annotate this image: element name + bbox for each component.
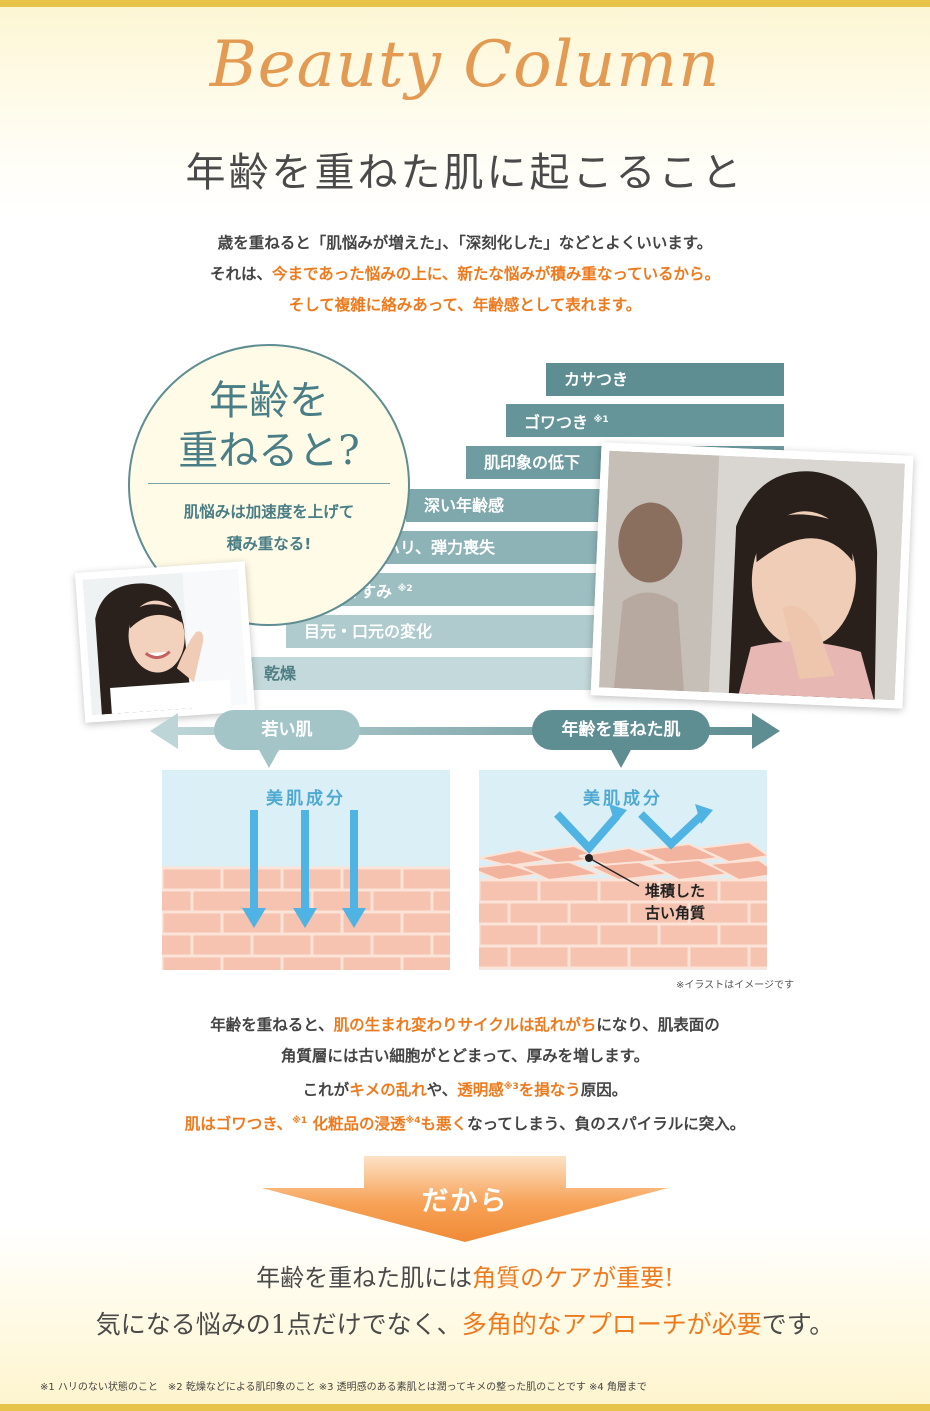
body-line-2: 角質層には古い細胞がとどまって、厚みを増します。	[280, 1047, 650, 1065]
intro-line-1: 歳を重ねると「肌悩みが増えた」、「深刻化した」などとよくいいます。	[217, 234, 713, 252]
stair-bar-label: ゴワつき	[524, 413, 589, 432]
body-highlight: キメの乱れ	[349, 1081, 427, 1099]
mature-woman-photo	[590, 442, 914, 709]
conclusion-text: です。	[761, 1310, 835, 1339]
body-line-1: 年齢を重ねると、肌の生まれ変わりサイクルは乱れがちになり、肌表面の	[0, 1010, 930, 1041]
aged-skin-panel: 美肌成分 堆積した 古い角質	[479, 770, 767, 970]
conclusion-highlight: 多角的なアプローチが必要	[461, 1310, 762, 1339]
circle-divider	[148, 483, 390, 484]
intro-line-3: そして複雑に絡みあって、年齢感として表れます。	[288, 296, 642, 314]
conclusion-text: 年齢を重ねた肌には	[256, 1264, 473, 1292]
body-highlight: 透明感	[457, 1081, 504, 1099]
circle-heading-line-1: 年齢を	[209, 378, 329, 424]
circle-heading: 年齢を 重ねると?	[130, 376, 408, 476]
stair-bar-label: 深い年齢感	[424, 496, 505, 515]
aged-skin-pill: 年齢を重ねた肌	[532, 710, 710, 750]
conclusion-highlight: 角質のケアが重要!	[472, 1264, 674, 1292]
intro-line-2: それは、今まであった悩みの上に、新たな悩みが積み重なっているから。	[0, 259, 930, 290]
conclusion-text: 気になる悩みの1点だけでなく、	[95, 1310, 462, 1339]
young-skin-pill: 若い肌	[214, 710, 360, 750]
body-highlight: 肌の生まれ変わりサイクルは乱れがち	[333, 1016, 597, 1034]
body-highlight: も悪く	[420, 1115, 468, 1133]
footnote: ※1 ハリのない状態のこと ※2 乾燥などによる肌印象のこと ※3 透明感のある…	[40, 1382, 647, 1393]
body-highlight: 化粧品の浸透	[307, 1115, 406, 1133]
stair-bar-1: カサつき	[546, 363, 784, 396]
illustration-note: ※イラストはイメージです	[676, 980, 794, 991]
stair-bar-note: ※2	[397, 584, 413, 594]
body-text-span: なってしまう、負のスパイラルに突入。	[467, 1115, 746, 1133]
stair-bar-label: 乾燥	[264, 664, 297, 683]
circle-heading-line-2: 重ねると?	[178, 428, 360, 474]
intro-text: 歳を重ねると「肌悩みが増えた」、「深刻化した」などとよくいいます。 それは、今ま…	[0, 228, 930, 321]
aged-panel-label: 美肌成分	[583, 789, 663, 809]
conclusion-line-1: 年齢を重ねた肌には角質のケアが重要!	[0, 1258, 930, 1293]
young-panel-label: 美肌成分	[266, 789, 346, 809]
body-line-4: 肌はゴワつき、※1 化粧品の浸透※4も悪くなってしまう、負のスパイラルに突入。	[0, 1106, 930, 1140]
mature-woman-image	[598, 450, 906, 701]
dakara-arrow	[262, 1156, 668, 1242]
young-woman-photo	[74, 561, 256, 723]
intro-line-2-prefix: それは、	[209, 265, 272, 283]
young-woman-image	[82, 568, 248, 716]
callout-line-2: 古い角質	[645, 904, 706, 922]
brand-heading: Beauty Column	[209, 28, 721, 102]
body-line-3: これがキメの乱れや、透明感※3を損なう原因。	[0, 1072, 930, 1106]
intro-line-2-highlight: 今まであった悩みの上に、新たな悩みが積み重なっているから。	[271, 265, 721, 283]
stair-bar-label: ハリ、弾力喪失	[384, 538, 496, 557]
stair-bar-label: カサつき	[564, 370, 629, 389]
body-text-span: 原因。	[580, 1081, 628, 1099]
young-skin-panel: 美肌成分	[162, 770, 450, 970]
age-axis-arrow	[150, 713, 780, 749]
circle-subtext: 肌悩みは加速度を上げて 積み重なる!	[130, 496, 408, 560]
circle-subtext-line-1: 肌悩みは加速度を上げて	[183, 503, 355, 521]
circle-subtext-line-2: 積み重なる!	[226, 535, 312, 553]
body-text-span: や、	[426, 1081, 458, 1099]
page-title: 年齢を重ねた肌に起こること	[185, 150, 745, 196]
body-text-span: になり、肌表面の	[596, 1016, 720, 1034]
aged-pointer	[610, 748, 632, 768]
callout-text: 堆積した 古い角質	[645, 880, 705, 924]
dakara-label: だから	[421, 1186, 509, 1217]
body-note: ※1	[292, 1116, 308, 1126]
young-skin-illustration	[162, 810, 450, 970]
young-skin-label: 若い肌	[261, 720, 313, 740]
stair-bar-2: ゴワつき ※1	[506, 404, 784, 437]
conclusion-line-2: 気になる悩みの1点だけでなく、多角的なアプローチが必要です。	[0, 1305, 930, 1341]
stair-bar-label: 肌印象の低下	[484, 453, 581, 472]
body-highlight: 肌はゴワつき、	[184, 1115, 293, 1133]
aged-skin-illustration	[479, 804, 767, 970]
aged-skin-label: 年齢を重ねた肌	[561, 720, 681, 740]
body-note: ※3	[503, 1082, 519, 1092]
callout-line-1: 堆積した	[645, 882, 706, 900]
body-text-span: 年齢を重ねると、	[210, 1016, 334, 1034]
young-pointer	[258, 748, 280, 768]
body-note: ※4	[405, 1116, 421, 1126]
body-text: 年齢を重ねると、肌の生まれ変わりサイクルは乱れがちになり、肌表面の 角質層には古…	[0, 1010, 930, 1140]
stair-bar-label: 目元・口元の変化	[304, 622, 433, 641]
stair-bar-note: ※1	[593, 415, 609, 425]
body-text-span: これが	[302, 1081, 350, 1099]
body-highlight: を損なう	[518, 1081, 581, 1099]
